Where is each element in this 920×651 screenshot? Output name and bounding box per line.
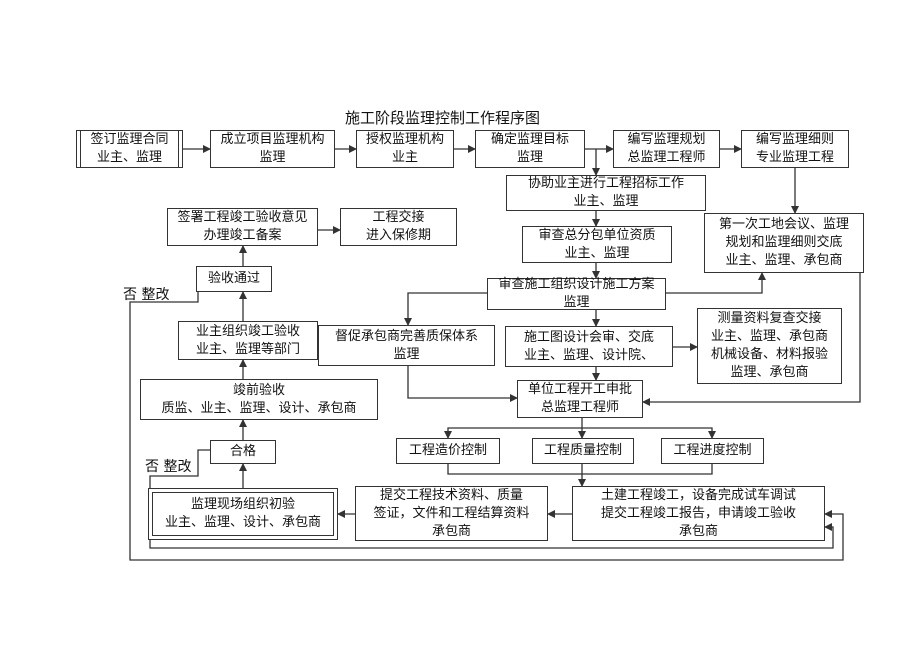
node-set-goals: 确定监理目标监理: [475, 130, 585, 168]
arrow-controls-n18: [447, 464, 713, 475]
node-text: 业主、监理、承包商: [725, 253, 843, 268]
node-write-plan: 编写监理规划总监理工程师: [613, 130, 720, 168]
node-text: 监理: [259, 150, 286, 165]
node-text: 监理: [516, 150, 543, 165]
node-quality-control: 工程质量控制: [532, 438, 634, 464]
node-qualification: 审查总分包单位资质业主、监理: [522, 226, 672, 263]
node-text: 确定监理目标: [490, 132, 569, 147]
node-text: 总监理工程师: [540, 400, 619, 415]
node-text: 工程交接: [372, 210, 425, 225]
arrow-n10-n11: [404, 292, 487, 326]
node-text: 第一次工地会议、监理: [718, 217, 849, 232]
node-drawing-review: 施工图设计会审、交底业主、监理、设计院、: [505, 326, 673, 367]
node-accepted: 验收通过: [196, 266, 272, 292]
node-survey-handover: 测量资料复查交接业主、监理、承包商机械设备、材料报验监理、承包商: [697, 308, 842, 384]
node-text: 竣前验收: [232, 382, 285, 398]
node-text: 业主、监理、承包商: [710, 329, 828, 344]
node-text: 协助业主进行工程招标工作: [527, 176, 684, 191]
arrow-n9-n14: [642, 265, 861, 406]
node-text: 业主、监理、设计院、: [523, 347, 654, 363]
arrow-n11-n14: [407, 366, 518, 402]
node-start-approval: 单位工程开工申批总监理工程师: [517, 380, 643, 418]
node-text: 编写监理细则: [755, 132, 834, 147]
node-text: 督促承包商完善质保体系: [334, 328, 478, 344]
node-initial-inspection: 监理现场组织初验业主、监理、设计、承包商: [148, 488, 338, 540]
node-schedule-control: 工程进度控制: [661, 438, 764, 464]
node-text: 业主组织竣工验收: [195, 323, 300, 339]
node-text: 成立项目监理机构: [220, 132, 325, 147]
page-title: 施工阶段监理控制工作程序图: [345, 109, 541, 127]
node-text: 监理: [563, 295, 590, 310]
node-text: 规划和监理细则交底: [725, 235, 843, 250]
node-text: 工程进度控制: [673, 443, 752, 458]
node-text: 签订监理合同: [90, 132, 169, 147]
node-sign-completion: 签署工程竣工验收意见办理竣工备案: [167, 208, 318, 246]
node-text: 监理: [393, 346, 420, 362]
node-owner-acceptance: 业主组织竣工验收业主、监理等部门: [178, 321, 318, 360]
arrow-n10-n9: [666, 272, 766, 294]
node-text: 承包商: [678, 523, 718, 539]
rework-label-lower: 否 整改: [145, 459, 192, 475]
node-text: 测量资料复查交接: [717, 311, 822, 326]
node-text: 机械设备、材料报验: [710, 347, 828, 362]
node-text: 专业监理工程: [755, 150, 834, 165]
node-text: 业主、监理: [564, 245, 630, 261]
arrow-n14-n15: [444, 427, 582, 439]
node-submit-docs: 提交工程技术资料、质量签证，文件和工程结算资料承包商: [355, 486, 548, 541]
node-cost-control: 工程造价控制: [396, 438, 500, 464]
arrow-n14-n17: [582, 427, 716, 439]
node-text: 提交工程竣工报告，申请竣工验收: [600, 505, 796, 521]
node-text: 验收通过: [207, 271, 260, 286]
node-text: 监理现场组织初验: [190, 497, 295, 512]
node-text: 编写监理规划: [627, 132, 706, 147]
node-text: 进入保修期: [365, 228, 431, 243]
node-text: 单位工程开工申批: [527, 382, 632, 397]
node-handover: 工程交接进入保修期: [340, 208, 457, 246]
node-write-rules: 编写监理细则专业监理工程: [741, 130, 849, 168]
node-pass: 合格: [210, 440, 276, 464]
node-text: 业主、监理、设计、承包商: [164, 515, 321, 530]
node-completion: 土建工程竣工，设备完成试车调试提交工程竣工报告，申请竣工验收承包商: [572, 486, 825, 541]
node-pre-acceptance: 竣前验收质监、业主、监理、设计、承包商: [140, 379, 378, 420]
node-sign-contract: 签订监理合同业主、监理: [76, 130, 183, 168]
node-quality-system: 督促承包商完善质保体系监理: [318, 325, 495, 366]
rework-label-upper: 否 整改: [123, 287, 170, 303]
node-text: 施工图设计会审、交底: [523, 329, 654, 345]
node-text: 签署工程竣工验收意见: [177, 210, 308, 225]
node-text: 业主、监理: [96, 150, 162, 165]
node-first-meeting: 第一次工地会议、监理规划和监理细则交底业主、监理、承包商: [704, 213, 864, 273]
node-text: 承包商: [431, 523, 471, 539]
node-tender: 协助业主进行工程招标工作业主、监理: [506, 175, 706, 211]
node-construction-plan: 审查施工组织设计施工方案监理: [487, 277, 666, 310]
node-text: 审查总分包单位资质: [538, 227, 656, 243]
node-text: 业主、监理等部门: [195, 341, 300, 357]
node-text: 工程造价控制: [408, 443, 487, 458]
node-text: 合格: [229, 444, 256, 459]
node-text: 土建工程竣工，设备完成试车调试: [600, 487, 796, 503]
node-setup-org: 成立项目监理机构监理: [210, 130, 335, 168]
node-text: 办理竣工备案: [203, 228, 282, 243]
node-text: 签证，文件和工程结算资料: [373, 505, 530, 521]
node-text: 授权监理机构: [365, 132, 444, 147]
node-text: 工程质量控制: [543, 443, 622, 458]
node-text: 业主: [391, 150, 418, 165]
node-text: 质监、业主、监理、设计、承包商: [161, 400, 357, 416]
node-authorize: 授权监理机构业主: [356, 130, 454, 168]
node-text: 业主、监理: [573, 194, 639, 209]
node-text: 监理、承包商: [730, 365, 809, 380]
node-text: 总监理工程师: [627, 150, 706, 165]
node-text: 提交工程技术资料、质量: [379, 487, 523, 503]
node-text: 审查施工组织设计施工方案: [498, 277, 655, 292]
